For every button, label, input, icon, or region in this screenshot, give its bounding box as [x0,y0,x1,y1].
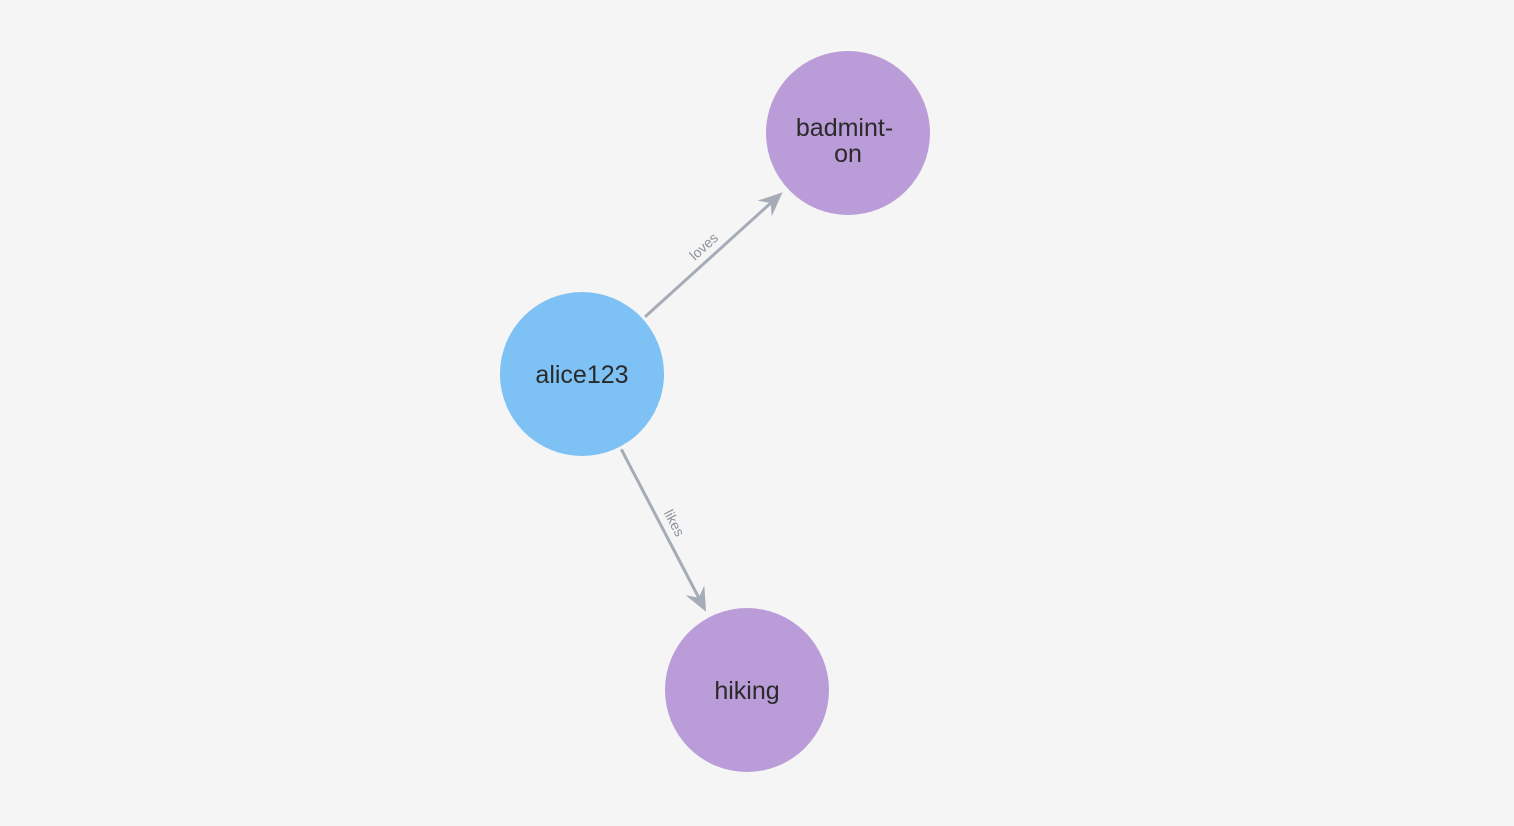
node-hiking-circle[interactable] [665,608,829,772]
node-hiking[interactable]: hiking [665,608,829,772]
node-alice123-circle[interactable] [500,292,664,456]
node-alice123[interactable]: alice123 [500,292,664,456]
edge-loves-line[interactable] [643,192,783,319]
edge-likes-line[interactable] [619,448,707,612]
node-badminton-circle[interactable] [766,51,930,215]
node-badminton[interactable]: badmint- on [766,51,930,215]
